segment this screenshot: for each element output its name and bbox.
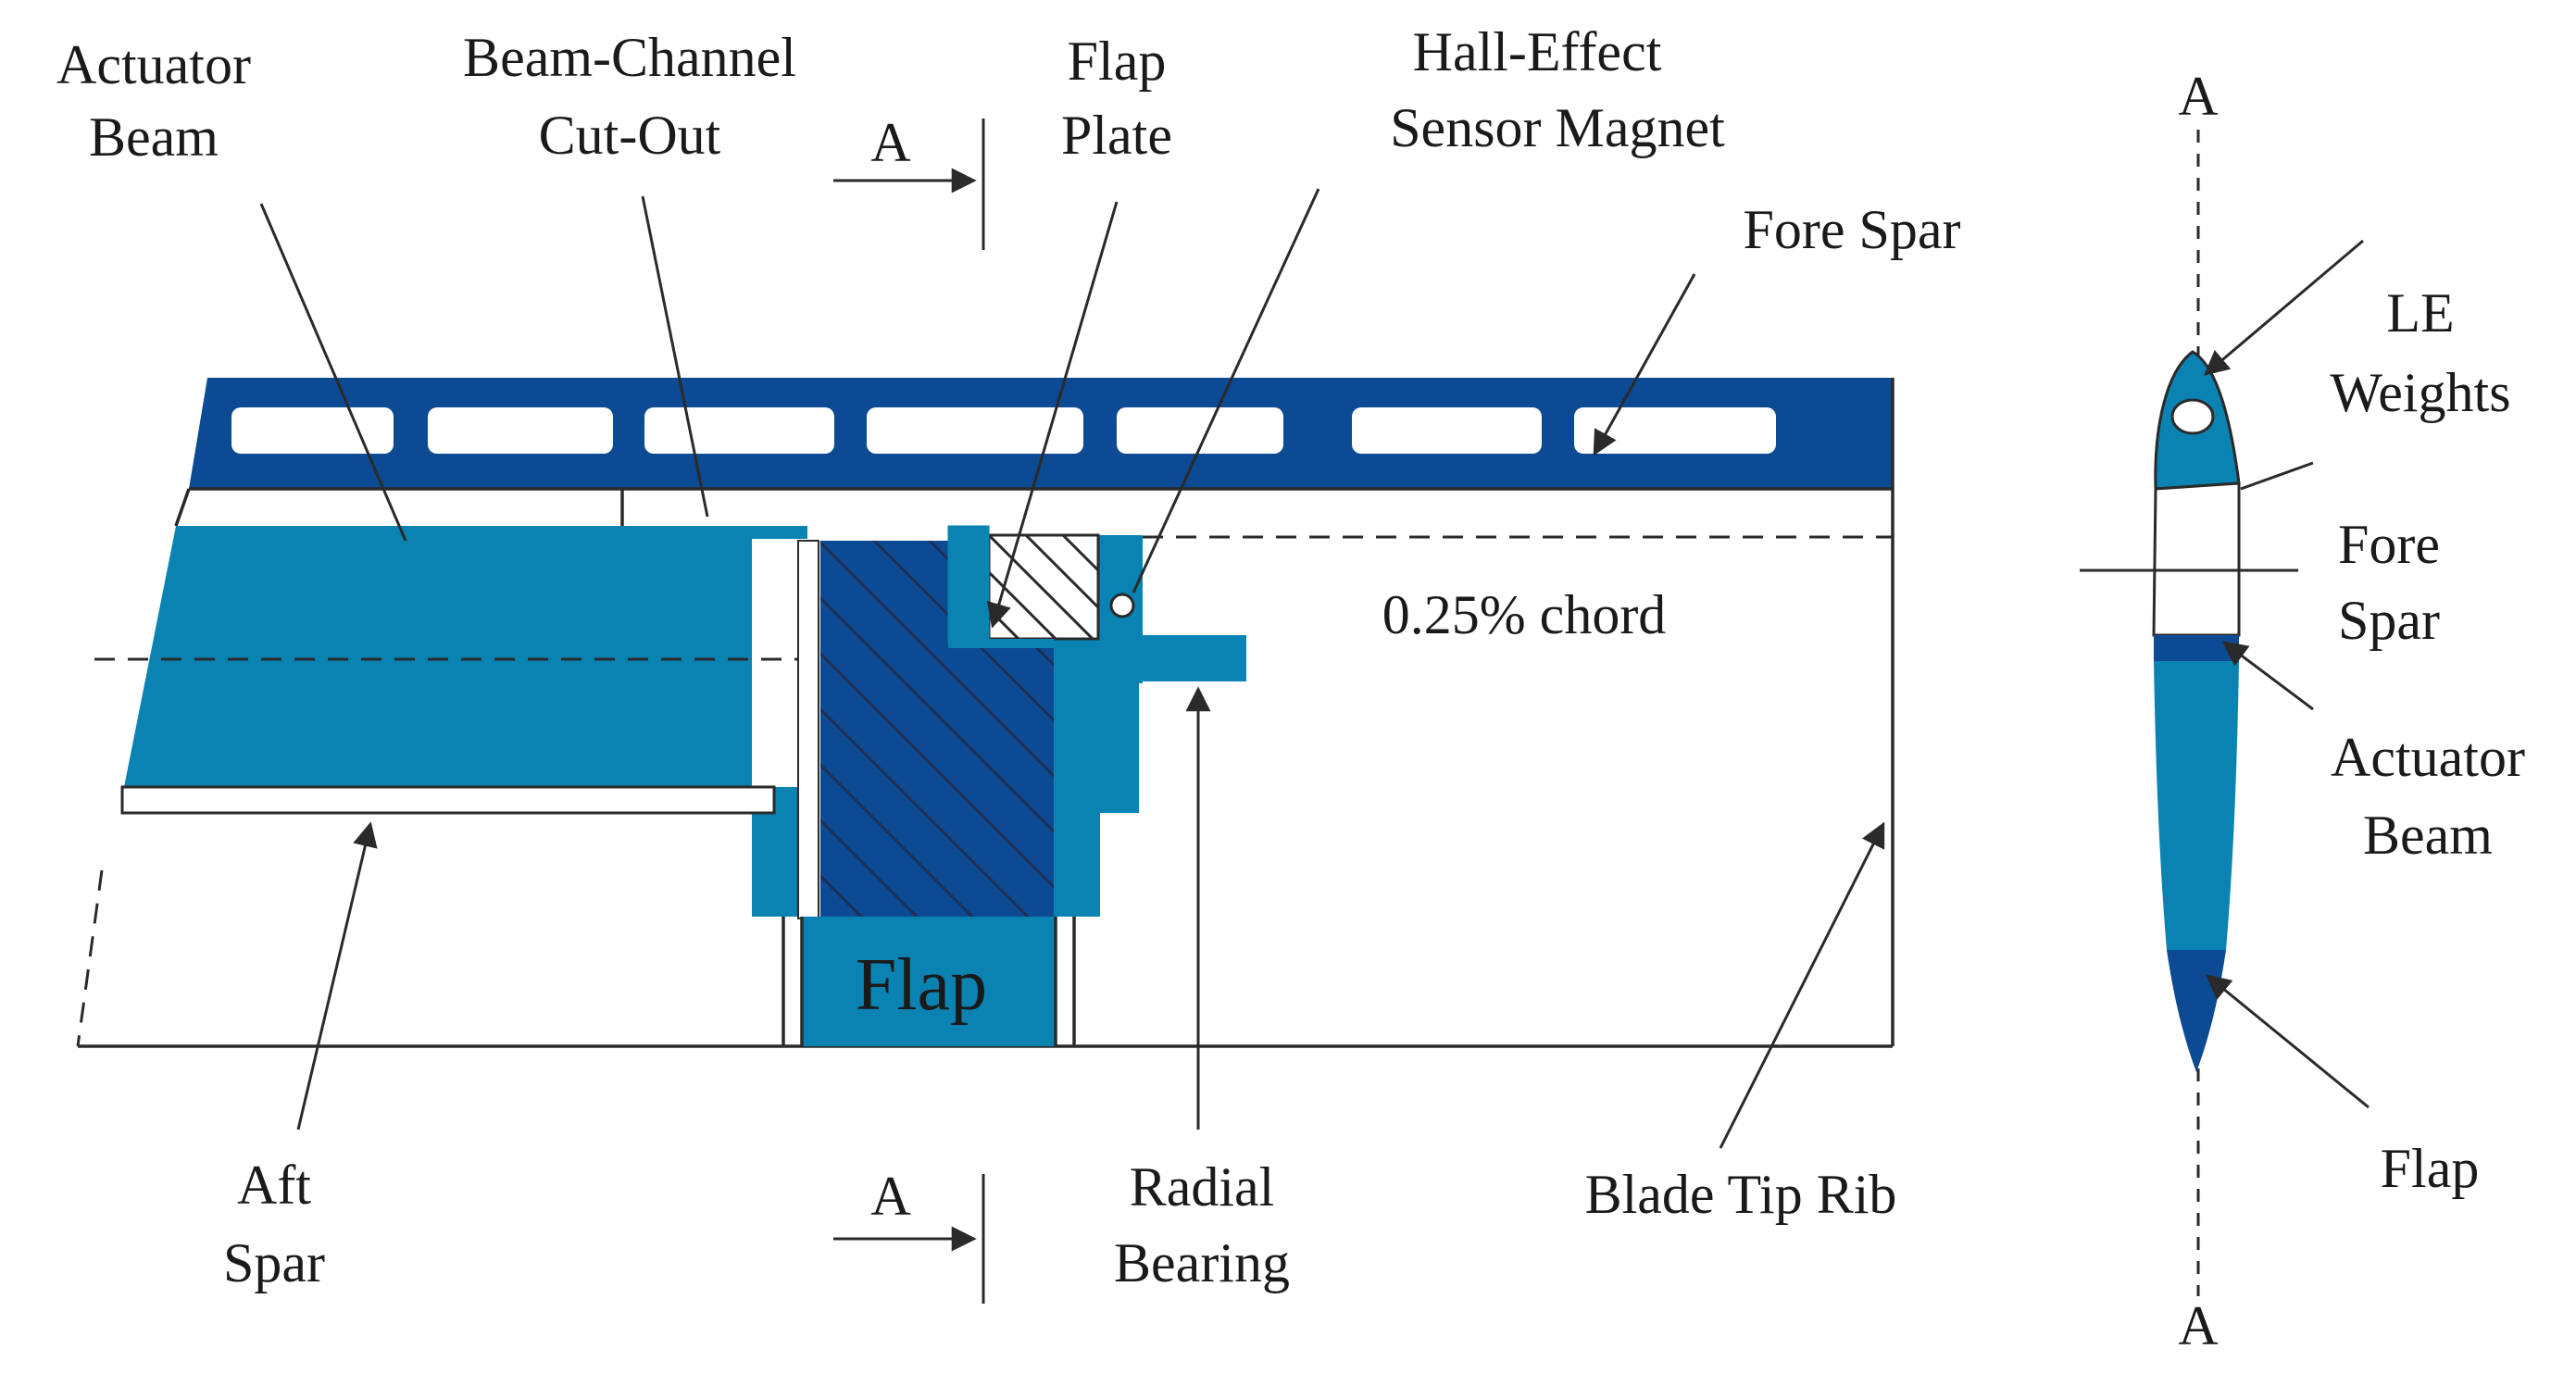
svg-text:Blade Tip Rib: Blade Tip Rib [1585,1164,1897,1225]
le-weight-hole [2170,398,2215,435]
svg-text:Bearing: Bearing [1114,1232,1290,1293]
chord-note: 0.25% chord [1382,584,1667,645]
magnet-dot [1109,593,1135,618]
svg-text:A: A [870,1166,910,1227]
svg-text:Beam: Beam [2363,805,2493,866]
label-actuator-beam-right: Actuator Beam [2221,641,2525,866]
svg-text:Radial: Radial [1130,1156,1275,1218]
svg-text:Spar: Spar [2338,590,2440,651]
svg-text:Sensor Magnet: Sensor Magnet [1390,97,1725,158]
label-beam-channel-cutout: Beam-Channel Cut-Out [463,27,796,518]
svg-text:LE: LE [2386,282,2454,344]
svg-text:A: A [2178,1295,2218,1356]
svg-text:Flap: Flap [1068,31,1167,92]
section-view: A A LE Weights Fore Spar Ac [2080,66,2525,1356]
svg-text:Beam: Beam [89,106,219,168]
svg-text:Plate: Plate [1061,105,1172,166]
flap-center-label: Flap [856,944,987,1026]
svg-text:Beam-Channel: Beam-Channel [463,27,796,88]
svg-text:Spar: Spar [223,1232,325,1293]
svg-text:Cut-Out: Cut-Out [539,105,721,166]
radial-bearing-body [1102,535,1246,683]
label-blade-tip-rib: Blade Tip Rib [1585,821,1897,1225]
label-flap-plate: Flap Plate [986,31,1172,629]
svg-text:Flap: Flap [2381,1138,2480,1199]
label-fore-spar-right: Fore Spar [2338,514,2440,651]
label-hall-effect-magnet: Hall-Effect Sensor Magnet [1132,21,1725,593]
label-le-weights: LE Weights [2203,239,2511,423]
airfoil-section [2152,350,2241,1072]
svg-text:Actuator: Actuator [2331,727,2525,788]
label-actuator-beam: Actuator Beam [56,34,407,542]
flap-lower-block: Flap [782,917,1076,1046]
svg-text:Hall-Effect: Hall-Effect [1413,21,1662,82]
svg-text:Weights: Weights [2330,362,2510,423]
label-flap-right: Flap [2205,974,2480,1199]
label-radial-bearing: Radial Bearing [1114,686,1290,1293]
svg-text:A: A [2178,66,2218,127]
svg-text:Fore: Fore [2338,514,2440,575]
svg-text:Aft: Aft [237,1155,311,1216]
actuator-beam [94,526,815,917]
fore-spar-band [189,378,1893,489]
plan-view: Flap A A Actuator Beam Beam-Channel Cut-… [56,21,1961,1304]
section-marker-bottom: A [833,1166,985,1304]
aft-spar [120,785,776,815]
svg-text:Fore Spar: Fore Spar [1744,199,1961,260]
svg-text:A: A [870,112,910,173]
label-fore-spar-top: Fore Spar [1593,199,1961,456]
label-aft-spar: Aft Spar [223,821,378,1293]
svg-text:Actuator: Actuator [56,34,251,95]
section-marker-top: A [833,112,985,250]
